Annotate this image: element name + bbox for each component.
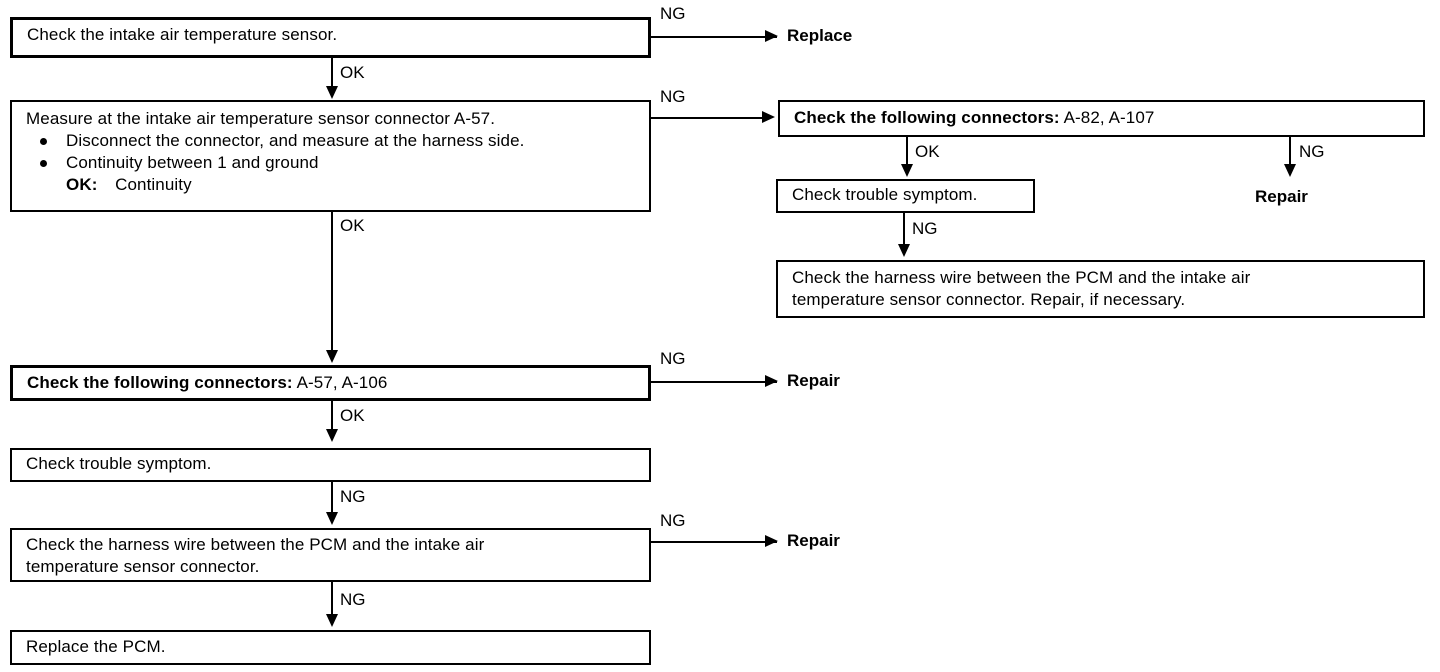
- edge-sensor-ok-line: [331, 58, 333, 88]
- measure-bullet-2: Continuity between 1 and ground: [66, 153, 319, 172]
- node-harness-left[interactable]: Check the harness wire between the PCM a…: [10, 528, 651, 582]
- edge-trouble-right-ng-arrowhead: [898, 244, 910, 257]
- node-harness-right-line1: Check the harness wire between the PCM a…: [792, 268, 1251, 287]
- node-connectors-a57[interactable]: Check the following connectors: A-57, A-…: [10, 365, 651, 401]
- measure-ok-value: Continuity: [115, 175, 192, 194]
- measure-bullet-1: Disconnect the connector, and measure at…: [66, 131, 525, 150]
- measure-ok-label: OK:: [66, 175, 98, 194]
- node-check-sensor-text: Check the intake air temperature sensor.: [27, 25, 338, 44]
- edge-label-sensor-ng: NG: [660, 4, 686, 23]
- edge-a57-ng-arrowhead: [765, 375, 778, 387]
- edge-a57-ok-line: [331, 401, 333, 431]
- edge-a82-ng-arrowhead: [1284, 164, 1296, 177]
- bullet-dot-icon: [40, 138, 47, 145]
- node-connectors-a82-value: A-82, A-107: [1063, 108, 1155, 127]
- edge-label-trouble-left-ng: NG: [340, 487, 366, 506]
- node-measure-connector[interactable]: Measure at the intake air temperature se…: [10, 100, 651, 212]
- node-trouble-symptom-left-text: Check trouble symptom.: [26, 454, 212, 473]
- edge-trouble-left-ng-line: [331, 482, 333, 514]
- measure-bullet-list: Disconnect the connector, and measure at…: [26, 130, 649, 174]
- edge-a82-ok-arrowhead: [901, 164, 913, 177]
- edge-a57-ok-arrowhead: [326, 429, 338, 442]
- list-item: Continuity between 1 and ground: [40, 152, 649, 174]
- edge-label-sensor-ok: OK: [340, 63, 365, 82]
- edge-label-harness-left-ng: NG: [660, 511, 686, 530]
- bullet-dot-icon: [40, 160, 47, 167]
- edge-a82-ok-line: [906, 137, 908, 166]
- list-item: Disconnect the connector, and measure at…: [40, 130, 649, 152]
- edge-label-trouble-right-ng: NG: [912, 219, 938, 238]
- node-harness-right-line2: temperature sensor connector. Repair, if…: [792, 290, 1186, 309]
- measure-ok-criterion: OK: Continuity: [26, 174, 649, 196]
- edge-harness-left-ng-line: [651, 541, 777, 543]
- edge-measure-ok-line: [331, 212, 333, 352]
- edge-label-a57-ok: OK: [340, 406, 365, 425]
- edge-label-a82-ng: NG: [1299, 142, 1325, 161]
- edge-sensor-ok-arrowhead: [326, 86, 338, 99]
- node-connectors-a57-label: Check the following connectors:: [27, 373, 293, 392]
- terminal-repair-harness-left: Repair: [787, 531, 840, 550]
- edge-trouble-right-ng-line: [903, 213, 905, 246]
- node-measure-heading: Measure at the intake air temperature se…: [26, 109, 496, 128]
- node-replace-pcm[interactable]: Replace the PCM.: [10, 630, 651, 665]
- edge-harness-left-ng-down-arrowhead: [326, 614, 338, 627]
- node-harness-left-line2: temperature sensor connector.: [26, 557, 260, 576]
- node-check-sensor[interactable]: Check the intake air temperature sensor.: [10, 17, 651, 58]
- node-connectors-a57-text: Check the following connectors: A-57, A-…: [27, 372, 648, 394]
- node-connectors-a82-text: Check the following connectors: A-82, A-…: [794, 107, 1423, 129]
- edge-sensor-ng-arrowhead: [765, 30, 778, 42]
- node-harness-right[interactable]: Check the harness wire between the PCM a…: [776, 260, 1425, 318]
- edge-a82-ng-line: [1289, 137, 1291, 166]
- node-harness-left-line1: Check the harness wire between the PCM a…: [26, 535, 485, 554]
- edge-measure-ng-arrowhead: [762, 111, 775, 123]
- edge-label-measure-ok: OK: [340, 216, 365, 235]
- node-connectors-a82-label: Check the following connectors:: [794, 108, 1060, 127]
- terminal-repair-a57: Repair: [787, 371, 840, 390]
- node-trouble-symptom-right-text: Check trouble symptom.: [792, 185, 978, 204]
- node-trouble-symptom-left[interactable]: Check trouble symptom.: [10, 448, 651, 482]
- edge-harness-left-ng-arrowhead: [765, 535, 778, 547]
- node-trouble-symptom-right[interactable]: Check trouble symptom.: [776, 179, 1035, 213]
- terminal-repair-a82: Repair: [1255, 187, 1308, 206]
- edge-trouble-left-ng-arrowhead: [326, 512, 338, 525]
- edge-a57-ng-line: [651, 381, 777, 383]
- terminal-replace-sensor: Replace: [787, 26, 853, 45]
- edge-label-measure-ng: NG: [660, 87, 686, 106]
- node-connectors-a82[interactable]: Check the following connectors: A-82, A-…: [778, 100, 1425, 137]
- node-replace-pcm-text: Replace the PCM.: [26, 637, 166, 656]
- edge-label-harness-left-ng-down: NG: [340, 590, 366, 609]
- edge-measure-ok-arrowhead: [326, 350, 338, 363]
- edge-harness-left-ng-down-line: [331, 582, 333, 616]
- edge-label-a57-ng: NG: [660, 349, 686, 368]
- edge-sensor-ng-line: [651, 36, 777, 38]
- edge-measure-ng-line: [651, 117, 763, 119]
- node-connectors-a57-value: A-57, A-106: [296, 373, 388, 392]
- edge-label-a82-ok: OK: [915, 142, 940, 161]
